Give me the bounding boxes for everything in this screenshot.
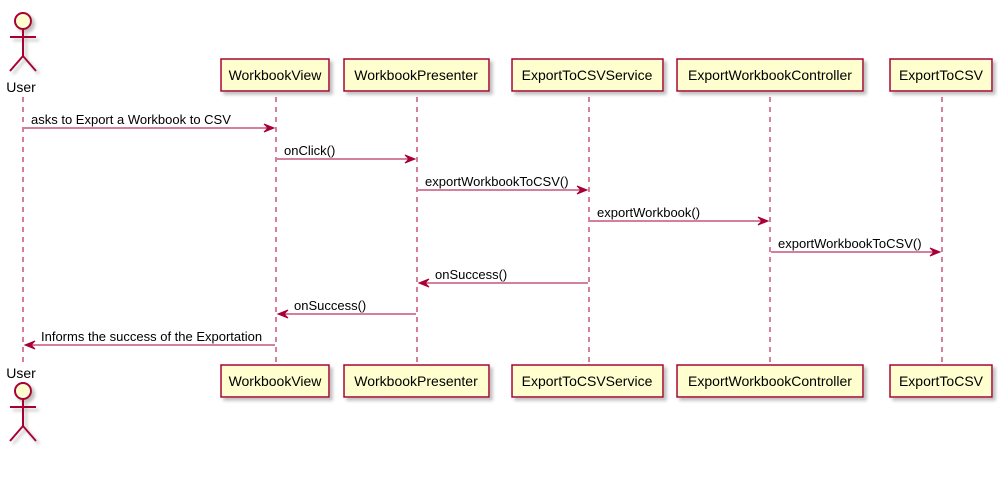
participant-label: WorkbookView <box>229 67 323 83</box>
participant-workbook-view: WorkbookView <box>220 364 330 398</box>
participant-box <box>676 364 864 398</box>
participant-label: WorkbookView <box>229 373 323 389</box>
arrowhead-right-icon <box>263 123 276 133</box>
participant-box <box>220 364 330 398</box>
participant-export-controller: ExportWorkbookController <box>676 58 864 92</box>
participant-export-service: ExportToCSVService <box>511 364 664 398</box>
message-export-workbook: exportWorkbook() <box>590 205 770 226</box>
participant-export-service: ExportToCSVService <box>511 58 664 92</box>
message-label: Informs the success of the Exportation <box>41 329 262 344</box>
participant-workbook-view: WorkbookView <box>220 58 330 92</box>
participant-box <box>889 364 993 398</box>
arrowhead-right-icon <box>404 154 417 164</box>
arrowhead-left-icon <box>23 340 36 350</box>
participant-label: WorkbookPresenter <box>354 373 478 389</box>
message-label: onClick() <box>284 143 335 158</box>
message-label: asks to Export a Workbook to CSV <box>31 112 231 127</box>
message-label: onSuccess() <box>294 298 366 313</box>
participants-top: WorkbookView WorkbookPresenter ExportToC… <box>220 58 993 92</box>
message-label: onSuccess() <box>435 267 507 282</box>
participant-box <box>343 364 490 398</box>
message-label: exportWorkbook() <box>597 205 700 220</box>
messages: asks to Export a Workbook to CSV onClick… <box>23 112 942 350</box>
participant-export-to-csv: ExportToCSV <box>889 58 993 92</box>
arrowhead-right-icon <box>757 216 770 226</box>
participant-label: ExportToCSV <box>899 67 984 83</box>
stick-figure-icon <box>9 382 37 442</box>
message-label: exportWorkbookToCSV() <box>778 236 922 251</box>
message-export-workbook-to-csv-2: exportWorkbookToCSV() <box>771 236 942 257</box>
arrowhead-right-icon <box>929 247 942 257</box>
participant-box <box>220 58 330 92</box>
stick-figure-icon <box>9 12 37 72</box>
actor-user-bottom: User <box>6 365 37 442</box>
participant-workbook-presenter: WorkbookPresenter <box>343 58 490 92</box>
message-informs-success: Informs the success of the Exportation <box>23 329 275 350</box>
participant-label: ExportToCSV <box>899 373 984 389</box>
participant-workbook-presenter: WorkbookPresenter <box>343 364 490 398</box>
participant-label: WorkbookPresenter <box>354 67 478 83</box>
lifelines <box>22 97 943 365</box>
participant-export-to-csv: ExportToCSV <box>889 364 993 398</box>
actor-user-top: User <box>6 12 37 95</box>
participant-box <box>511 364 664 398</box>
participant-label: ExportToCSVService <box>522 373 653 389</box>
message-on-success-2: onSuccess() <box>276 298 416 319</box>
participant-label: ExportWorkbookController <box>688 67 852 83</box>
participant-label: ExportWorkbookController <box>688 373 852 389</box>
message-on-success-1: onSuccess() <box>417 267 588 288</box>
participant-box <box>511 58 664 92</box>
participant-box <box>343 58 490 92</box>
message-ask-export: asks to Export a Workbook to CSV <box>24 112 276 133</box>
participants-bottom: WorkbookView WorkbookPresenter ExportToC… <box>220 364 993 398</box>
actor-label: User <box>6 79 36 95</box>
arrowhead-left-icon <box>417 278 430 288</box>
participant-box <box>676 58 864 92</box>
participant-export-controller: ExportWorkbookController <box>676 364 864 398</box>
message-export-workbook-to-csv-1: exportWorkbookToCSV() <box>418 174 589 195</box>
arrowhead-right-icon <box>576 185 589 195</box>
actor-label: User <box>6 365 36 381</box>
message-on-click: onClick() <box>277 143 417 164</box>
arrowhead-left-icon <box>276 309 289 319</box>
participant-box <box>889 58 993 92</box>
message-label: exportWorkbookToCSV() <box>425 174 569 189</box>
participant-label: ExportToCSVService <box>522 67 653 83</box>
